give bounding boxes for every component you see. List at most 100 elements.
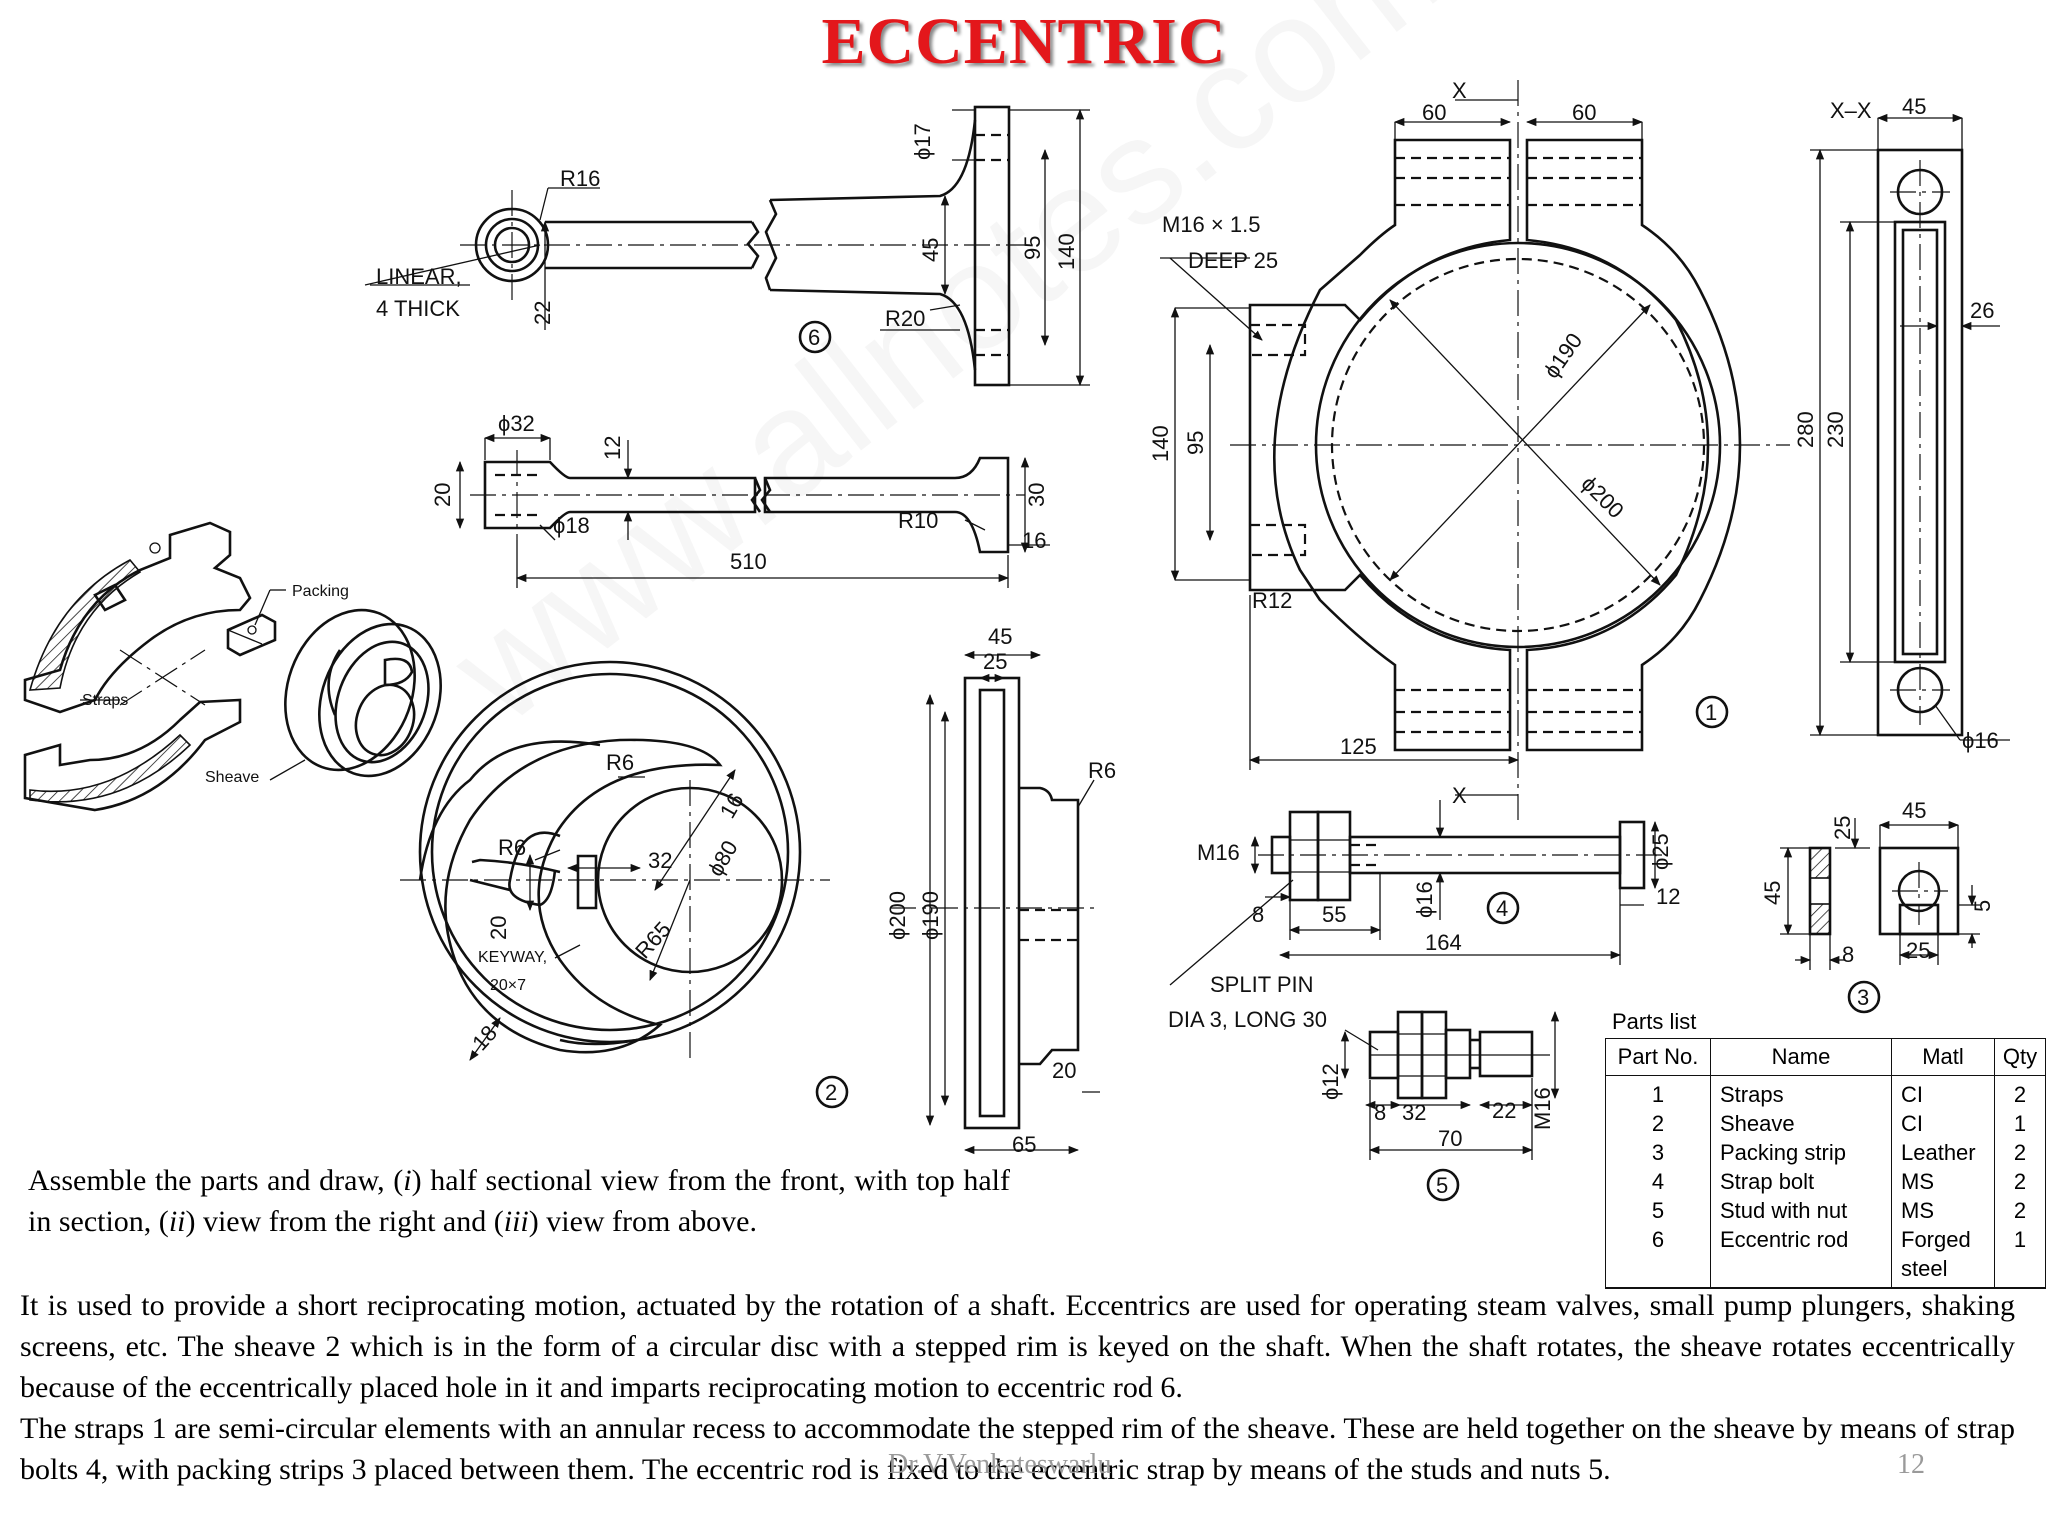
- footer-author: Dr.V.Venkateswarlu: [888, 1449, 1112, 1480]
- p2-phi80: ϕ80: [703, 836, 743, 880]
- p1-thread-depth: DEEP 25: [1188, 248, 1278, 273]
- page-title: ECCENTRIC: [821, 5, 1227, 78]
- part2-sheave-front: [400, 660, 830, 1061]
- cell-qty: 2: [1994, 1075, 2046, 1109]
- p6-16: 16: [1022, 528, 1046, 553]
- p3-25-bottom: 25: [1906, 938, 1930, 963]
- p4-part-number: 4: [1486, 891, 1520, 925]
- p4-55: 55: [1322, 902, 1346, 927]
- cell-part-no: 4: [1605, 1167, 1711, 1196]
- p6-r20: R20: [885, 306, 925, 331]
- p2-keyway-size: 20×7: [490, 977, 526, 994]
- p5-70: 70: [1438, 1126, 1462, 1151]
- p1-60-left: 60: [1422, 100, 1446, 125]
- p1-phi190: ϕ190: [1539, 328, 1588, 383]
- p3-45-side: 45: [1760, 881, 1785, 905]
- part6-rod-side-view: [455, 433, 1050, 588]
- p6-phi18: ϕ18: [553, 513, 590, 538]
- p2-side-65: 65: [1012, 1132, 1036, 1157]
- p5-phi12: ϕ12: [1318, 1063, 1343, 1100]
- table-row: 6 Eccentric rod Forged steel 1: [1605, 1225, 2046, 1289]
- cell-part-no: 2: [1605, 1109, 1711, 1138]
- p6-linear: LINEAR,: [376, 264, 462, 289]
- p4-phi16: ϕ16: [1412, 881, 1437, 918]
- p1-125: 125: [1340, 734, 1377, 759]
- cell-qty: 2: [1994, 1167, 2046, 1196]
- p5-22: 22: [1492, 1098, 1516, 1123]
- p1-thread: M16 × 1.5: [1162, 212, 1260, 237]
- parts-list-caption: Parts list: [1612, 1009, 1697, 1034]
- cell-part-no: 6: [1605, 1225, 1711, 1289]
- svg-text:1: 1: [1705, 700, 1717, 725]
- p1-x-bottom: X: [1452, 783, 1467, 808]
- p6-510: 510: [730, 549, 767, 574]
- p6-12: 12: [600, 436, 625, 460]
- instruction-text: Assemble the parts and draw, (i) half se…: [28, 1164, 1010, 1238]
- part6-rod-view: [364, 105, 1090, 387]
- cell-name: Stud with nut: [1710, 1196, 1892, 1225]
- pictorial-straps-label: Straps: [82, 692, 128, 709]
- p1-r12: R12: [1252, 588, 1292, 613]
- parts-header-name: Name: [1710, 1038, 1892, 1076]
- p1-phi200: ϕ200: [1576, 471, 1628, 523]
- svg-text:5: 5: [1436, 1173, 1448, 1198]
- cell-matl: CI: [1891, 1109, 1995, 1138]
- p6-r10: R10: [898, 508, 938, 533]
- p1-xx-280: 280: [1793, 411, 1818, 448]
- p6-part-number: 6: [798, 320, 832, 354]
- p1-xx-26: 26: [1970, 298, 1994, 323]
- p6-45: 45: [918, 238, 943, 262]
- p2-18: 18: [467, 1020, 502, 1055]
- table-row: 5 Stud with nut MS 2: [1605, 1196, 2046, 1225]
- part4-strap-bolt: [1169, 800, 1665, 986]
- p1-60-right: 60: [1572, 100, 1596, 125]
- p3-8: 8: [1842, 942, 1854, 967]
- svg-text:3: 3: [1857, 985, 1869, 1010]
- parts-header-matl: Matl: [1891, 1038, 1995, 1076]
- parts-list-table: Part No. Name Matl Qty 1 Straps CI 2 2 S…: [1605, 1038, 2046, 1289]
- cell-matl: Leather: [1891, 1138, 1995, 1167]
- p6-phi32: ϕ32: [498, 411, 535, 436]
- pictorial-packing-label: Packing: [292, 583, 349, 600]
- cell-name: Packing strip: [1710, 1138, 1892, 1167]
- p5-part-number: 5: [1426, 1168, 1460, 1202]
- p2-side-phi200: ϕ200: [885, 891, 910, 940]
- part5-stud-nut: [1340, 1010, 1560, 1160]
- parts-header-qty: Qty: [1994, 1038, 2046, 1076]
- p5-8: 8: [1374, 1100, 1386, 1125]
- part2-sheave-side: [890, 650, 1100, 1155]
- p1-x-top: X: [1452, 78, 1467, 103]
- p2-side-r6: R6: [1088, 758, 1116, 783]
- p4-8: 8: [1252, 902, 1264, 927]
- p4-m16: M16: [1197, 840, 1240, 865]
- part1-section-xx: [1810, 113, 2010, 741]
- p6-r16: R16: [560, 166, 600, 191]
- p6-140: 140: [1054, 233, 1079, 270]
- p1-140: 140: [1148, 425, 1173, 462]
- svg-text:4: 4: [1496, 896, 1508, 921]
- p6-22: 22: [530, 301, 555, 325]
- p6-phi17: ϕ17: [910, 123, 935, 160]
- cell-name: Strap bolt: [1710, 1167, 1892, 1196]
- parts-list-header-row: Part No. Name Matl Qty: [1605, 1038, 2046, 1076]
- p4-164: 164: [1425, 930, 1462, 955]
- svg-text:6: 6: [808, 325, 820, 350]
- p2-side-20: 20: [1052, 1058, 1076, 1083]
- parts-header-part-no: Part No.: [1605, 1038, 1711, 1076]
- cell-qty: 1: [1994, 1225, 2046, 1289]
- p6-30: 30: [1024, 483, 1049, 507]
- p1-part-number: 1: [1695, 695, 1729, 729]
- part1-strap-front: [1160, 80, 1790, 820]
- cell-name: Sheave: [1710, 1109, 1892, 1138]
- description-text: It is used to provide a short reciprocat…: [20, 1285, 2015, 1490]
- p2-side-phi190: ϕ190: [918, 891, 943, 940]
- cell-part-no: 1: [1605, 1075, 1711, 1109]
- part3-packing-strip: [1780, 818, 1980, 970]
- p5-32: 32: [1402, 1100, 1426, 1125]
- p1-95: 95: [1183, 431, 1208, 455]
- p1-xx-label: X–X: [1830, 98, 1872, 123]
- pictorial-sheave-label: Sheave: [205, 769, 259, 786]
- p1-xx-45: 45: [1902, 94, 1926, 119]
- p1-xx-230: 230: [1823, 411, 1848, 448]
